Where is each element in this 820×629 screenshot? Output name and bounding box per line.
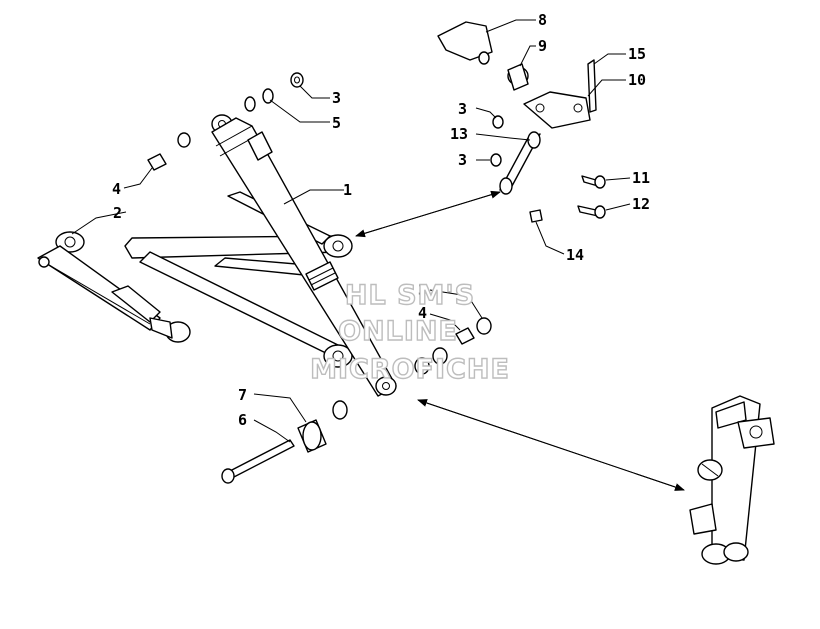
callout-3-right-top: 3 [458,100,467,118]
spindle-knuckle [689,395,775,565]
callout-9: 9 [538,37,547,55]
callout-11: 11 [632,169,650,187]
callout-7: 7 [238,386,247,404]
callout-10: 10 [628,71,646,89]
callout-3-right-bottom: 3 [458,151,467,169]
callout-3-upper: 3 [332,89,341,107]
callout-12: 12 [632,195,650,213]
bolt-and-spacer [221,400,348,484]
callout-13: 13 [450,125,468,143]
callout-1: 1 [343,181,352,199]
watermark-line-3: MICROFICHE [310,354,510,385]
callout-4-lower: 4 [418,304,427,322]
callout-2: 2 [113,204,122,222]
watermark-line-1: HL SM'S [345,280,475,311]
callout-3-lower: 3 [418,281,427,299]
callout-4-left: 4 [112,180,121,198]
assembly-arrows [355,190,685,491]
shock-absorber [211,114,397,397]
callout-labels: 1 2 3 5 4 3 4 6 7 8 9 15 10 3 13 3 11 12… [112,11,650,429]
callout-5: 5 [332,114,341,132]
lower-hardware [414,317,492,375]
watermark: HL SM'S ONLINE MICROFICHE [309,279,510,385]
callout-6: 6 [238,411,247,429]
callout-8: 8 [538,11,547,29]
sway-link-assembly [37,231,191,343]
callout-14: 14 [566,246,584,264]
upper-hardware [147,72,304,171]
callout-15: 15 [628,45,646,63]
watermark-line-2: ONLINE [338,316,458,347]
link-assembly [437,21,606,223]
leader-lines [71,19,631,443]
